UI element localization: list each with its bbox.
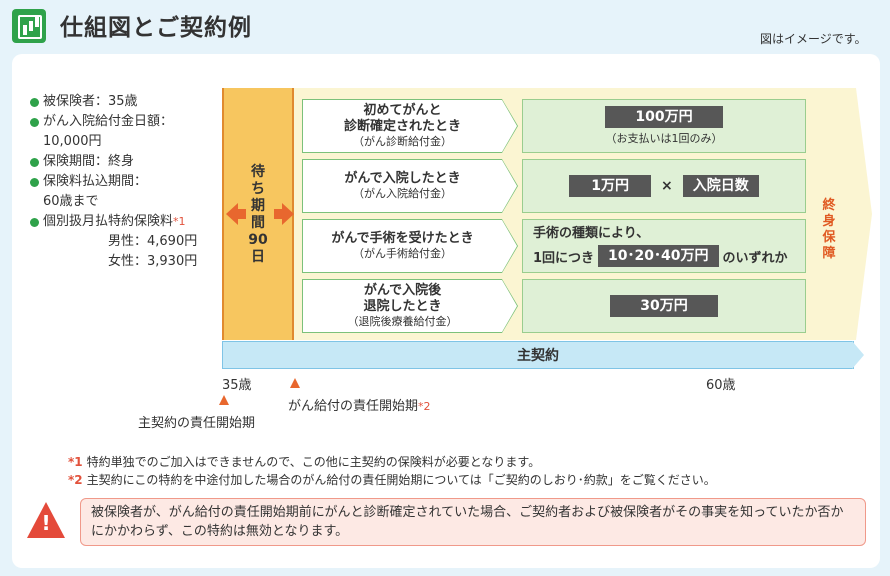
amount-badge: 30万円 [610,295,718,317]
warning-icon [27,502,65,538]
footnote-mark: *1 [68,455,83,469]
surgery-prefix: 1回につき [533,250,595,266]
arrow-left-icon [226,203,238,225]
main-contract-bar: 主契約 [222,341,854,369]
benefit-label-sub: （がん手術給付金） [353,247,452,260]
daily-benefit-value: 10,000円 [43,134,102,149]
benefit-label-sub: （がん診断給付金） [353,135,452,148]
chart-icon [12,9,46,43]
premium-label-row: 個別扱月払特約保険料*1 [30,212,197,232]
benefit-label-diagnosis: 初めてがんと 診断確定されたとき （がん診断給付金） [302,99,502,153]
surgery-line-2: 1回につき 10･20･40万円 のいずれか [523,245,788,267]
footnote-mark-2: *2 [418,400,431,413]
page-title: 仕組図とご契約例 [60,15,252,41]
payment-period-value: 60歳まで [43,194,99,209]
benefit-label-main: がんで入院したとき [344,171,461,186]
benefit-label-main: がんで手術を受けたとき [331,231,474,246]
age-end: 60歳 [706,378,736,393]
triangle-marker-icon [219,395,229,405]
footnote-text: 特約単独でのご加入はできませんので、この他に主契約の保険料が必要となります。 [86,455,541,469]
days-badge: 入院日数 [682,175,759,197]
benefit-arrow-tip [502,219,518,273]
benefit-arrow-tip [502,99,518,153]
insured-age: 被保険者：35歳 [30,92,197,112]
benefit-value-discharge: 30万円 [522,279,806,333]
footnote-mark: *2 [68,473,83,487]
benefit-arrow-tip [502,279,518,333]
premium-female: 女性：3,930円 [108,254,198,269]
gan-benefit-start: がん給付の責任開始期 [288,399,419,414]
contract-conditions: 被保険者：35歳 がん入院給付金日額： 10,000円 保険期間：終身 保険料払… [30,92,197,272]
benefit-label-sub: （退院後療養給付金） [347,315,458,328]
waiting-period-label: 待ち期間90日 [248,164,268,265]
footnote-mark-1: *1 [173,215,186,228]
benefit-label-main: 初めてがんと 診断確定されたとき [343,103,461,134]
benefit-value-diagnosis: 100万円 （お支払いは1回のみ） [522,99,806,153]
amount-badge: 10･20･40万円 [598,245,719,267]
warning-mark: ! [41,511,51,535]
benefit-value-hospital: 1万円 × 入院日数 [522,159,806,213]
benefit-label-sub: （がん入院給付金） [353,187,452,200]
amount-badge: 100万円 [605,106,723,128]
multiply-icon: × [661,178,673,194]
main-contract-start: 主契約の責任開始期 [138,416,256,431]
premium-male: 男性：4,690円 [108,234,198,249]
gan-benefit-start-row: がん給付の責任開始期*2 [288,395,431,414]
arrow-right-icon [282,203,294,225]
benefit-arrow-tip [502,159,518,213]
premium-label: 個別扱月払特約保険料 [43,214,174,229]
warning-box: 被保険者が、がん給付の責任開始期前にがんと診断確定されていた場合、ご契約者および… [80,498,866,546]
daily-benefit-label: がん入院給付金日額： [30,112,197,132]
image-note: 図はイメージです。 [760,32,867,46]
benefit-note: （お支払いは1回のみ） [605,132,723,145]
payment-period-label: 保険料払込期間： [30,172,197,192]
surgery-line-1: 手術の種類により、 [533,226,650,241]
main-contract-arrow-tip [852,341,864,369]
arrow-left-icon-body [238,209,246,219]
benefit-label-main: がんで入院後 退院したとき [363,283,442,314]
age-start: 35歳 [222,378,252,393]
benefit-label-hospital: がんで入院したとき （がん入院給付金） [302,159,502,213]
coverage-arrow-tip [856,88,872,340]
surgery-suffix: のいずれか [722,250,788,266]
footnote-text: 主契約にこの特約を中途付加した場合のがん給付の責任開始期については「ご契約のしお… [86,473,716,487]
benefit-label-discharge: がんで入院後 退院したとき （退院後療養給付金） [302,279,502,333]
lifetime-coverage-label: 終身保障 [822,198,836,261]
amount-badge: 1万円 [569,175,651,197]
coverage-period: 保険期間：終身 [30,152,197,172]
arrow-right-icon-body [274,209,282,219]
benefit-label-surgery: がんで手術を受けたとき （がん手術給付金） [302,219,502,273]
benefit-value-surgery: 手術の種類により、 1回につき 10･20･40万円 のいずれか [522,219,806,273]
triangle-marker-icon [290,378,300,388]
